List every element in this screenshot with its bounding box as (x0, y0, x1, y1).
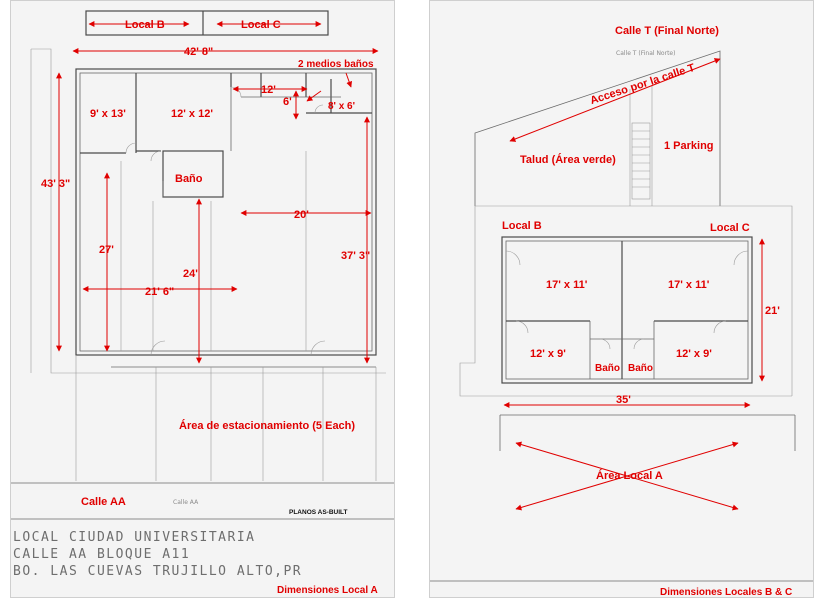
label-slope: Talud (Área verde) (520, 153, 616, 166)
label-width-total: 42' 8" (184, 46, 213, 58)
title-line-1: LOCAL CIUDAD UNIVERSITARIA (13, 530, 256, 545)
label-dimensions-locales-b-c: Dimensiones Locales B & C (660, 587, 792, 597)
door-arc-1 (505, 250, 521, 266)
label-dim-6: 6' (283, 96, 292, 108)
building-inner-wall (79, 72, 373, 352)
door-arc-5 (599, 338, 611, 350)
label-dim-24: 24' (183, 268, 198, 280)
label-access: Acceso por la calle T (589, 62, 697, 107)
arrow-half-bath-1 (306, 90, 322, 102)
label-local-b: Local B (502, 220, 542, 232)
floor-plan-local-a: Local B Local C 42' 8" 2 medios baños 9'… (11, 10, 394, 596)
label-area-local-a: Área Local A (596, 469, 663, 482)
label-bath-left: Baño (595, 363, 620, 374)
label-dim-21: 21' (765, 305, 780, 317)
label-local-c: Local C (241, 19, 281, 31)
area-arrow-diag-2 (515, 441, 739, 511)
label-dim-20: 20' (294, 209, 309, 221)
label-parking: 1 Parking (664, 140, 714, 152)
label-height-total: 43' 3" (41, 178, 70, 190)
door-arc-3 (515, 320, 529, 334)
label-street-pencil: Calle T (Final Norte) (616, 50, 675, 57)
door-arc-2 (733, 250, 749, 266)
label-room-right: 17' x 11' (668, 279, 710, 291)
site-boundary-left-bottom (459, 206, 792, 397)
building-outer-wall (75, 68, 377, 356)
label-bath-right: Baño (628, 363, 653, 374)
building-inner-wall (505, 240, 749, 380)
stairs (631, 122, 651, 200)
floor-plan-locales-b-c: Calle T (Final Norte) Calle T (Final Nor… (430, 25, 813, 597)
label-dim-27: 27' (99, 244, 114, 256)
label-room-8x6: 8' x 6' (328, 101, 355, 112)
label-asbuilt: PLANOS AS-BUILT (289, 509, 348, 516)
floor-plan-sheet-local-a: Local B Local C 42' 8" 2 medios baños 9'… (10, 0, 395, 598)
floor-plan-sheet-locales-b-c: Calle T (Final Norte) Calle T (Final Nor… (429, 0, 814, 598)
door-arc-2 (150, 150, 162, 162)
site-boundary-top-right (475, 205, 793, 396)
label-dimensions-local-a: Dimensiones Local A (277, 585, 378, 596)
arrow-half-bath-2 (345, 72, 353, 88)
door-arc-4 (713, 320, 727, 334)
top-strip-wall (85, 10, 329, 36)
label-room-12x12: 12' x 12' (171, 108, 213, 120)
label-dim-21-6: 21' 6" (145, 286, 174, 298)
label-local-b: Local B (125, 19, 165, 31)
label-street: Calle AA (81, 496, 126, 508)
door-arc-6 (314, 104, 324, 114)
label-room-small-right: 12' x 9' (676, 348, 712, 360)
label-room-small-left: 12' x 9' (530, 348, 566, 360)
title-line-3: BO. LAS CUEVAS TRUJILLO ALTO,PR (13, 564, 302, 579)
label-dim-37: 37' 3" (341, 250, 370, 262)
label-room-9x13: 9' x 13' (90, 108, 126, 120)
label-dim-12: 12' (261, 84, 276, 96)
label-dim-35: 35' (616, 394, 631, 406)
door-arc-6 (633, 338, 645, 350)
site-boundary (31, 48, 386, 374)
label-parking-area: Área de estacionamiento (5 Each) (179, 419, 355, 432)
label-street-top: Calle T (Final Norte) (615, 25, 719, 37)
door-arc-1 (125, 142, 137, 154)
title-line-2: CALLE AA BLOQUE A11 (13, 547, 190, 562)
label-room-left: 17' x 11' (546, 279, 588, 291)
building-outer-wall (501, 236, 753, 384)
door-arc-3 (150, 340, 166, 356)
label-bath: Baño (175, 173, 203, 185)
label-street-pencil: Calle AA (173, 499, 199, 506)
wall-bath (162, 150, 224, 198)
label-half-baths: 2 medios baños (298, 59, 374, 70)
label-local-c: Local C (710, 222, 750, 234)
door-arc-4 (310, 340, 326, 356)
access-arrow (509, 58, 721, 142)
